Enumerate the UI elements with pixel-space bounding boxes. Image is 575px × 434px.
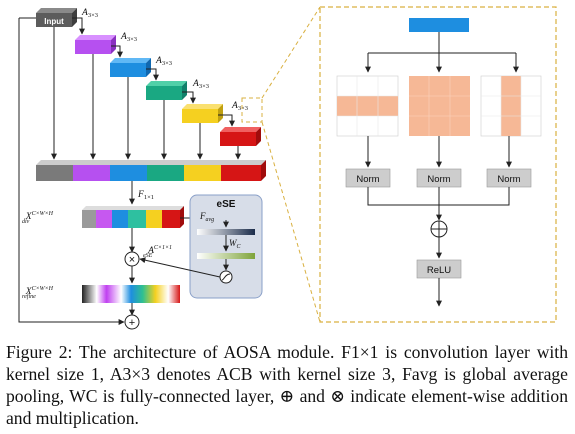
fc-weight-bar bbox=[197, 253, 255, 259]
a3x3-label: A bbox=[120, 32, 127, 42]
ese-title: eSE bbox=[217, 199, 236, 210]
zoom-connectors bbox=[241, 6, 321, 323]
oplus-node bbox=[430, 220, 448, 238]
norm-label: Norm bbox=[427, 174, 450, 185]
svg-text:A3×3: A3×3 bbox=[81, 8, 98, 19]
svg-text:A3×3: A3×3 bbox=[155, 56, 172, 67]
a3x3-sub: 3×3 bbox=[127, 36, 137, 43]
residual-connection bbox=[18, 18, 125, 325]
norm-boxes: Norm Norm Norm bbox=[345, 168, 532, 188]
svg-text:+: + bbox=[129, 317, 135, 329]
kernel-horizontal bbox=[336, 75, 399, 137]
a3x3-sub: 3×3 bbox=[238, 105, 248, 112]
acb-block-purple bbox=[75, 35, 116, 54]
a3x3-sub: 3×3 bbox=[88, 12, 98, 19]
favg-label: Favg bbox=[199, 211, 214, 223]
kernel-vertical bbox=[480, 75, 542, 137]
ese-output-arrow bbox=[139, 257, 221, 278]
figure-caption: Figure 2: The architecture of AOSA modul… bbox=[6, 341, 568, 429]
acb-block-blue bbox=[110, 58, 151, 77]
acb-input-block bbox=[409, 18, 469, 32]
x-div-feature bbox=[82, 206, 184, 228]
caption-line-1: Figure 2: The architecture of AOSA modul… bbox=[6, 342, 488, 362]
add-node: + bbox=[124, 314, 140, 330]
acb-block-red bbox=[220, 127, 261, 146]
aosa-architecture-figure: Input A3×3 A3×3 A3×3 A3×3 A3×3 bbox=[18, 6, 557, 330]
concat-feature-bar bbox=[36, 160, 266, 181]
a3x3-label: A bbox=[192, 79, 199, 89]
relu-label: ReLU bbox=[427, 265, 451, 276]
svg-text:A3×3: A3×3 bbox=[231, 101, 248, 112]
caption-line-4: indicate element-wise addition and multi… bbox=[6, 386, 568, 428]
wc-label: WC bbox=[229, 238, 242, 250]
a3x3-sub: 3×3 bbox=[162, 60, 172, 67]
a3x3-label: A bbox=[81, 8, 88, 18]
a3x3-label: A bbox=[155, 56, 162, 66]
norm-label: Norm bbox=[356, 174, 379, 185]
norm-label: Norm bbox=[497, 174, 520, 185]
svg-text:×: × bbox=[129, 254, 135, 266]
input-label: Input bbox=[44, 17, 64, 26]
a3x3-arrows bbox=[72, 17, 235, 127]
a3x3-labels: A3×3 A3×3 A3×3 A3×3 A3×3 bbox=[81, 8, 248, 112]
f1x1-label: F1×1 bbox=[137, 190, 154, 201]
fc-pooled-bar bbox=[197, 229, 255, 235]
caption-line-2: layer with kernel size 1, A3×3 denotes A… bbox=[6, 342, 568, 384]
caption-line-3: is global average pooling, WC is fully-c… bbox=[6, 364, 568, 406]
a3x3-label: A bbox=[231, 101, 238, 111]
concat-arrows bbox=[19, 17, 241, 160]
acb-block-green bbox=[146, 81, 187, 100]
sigmoid-icon bbox=[219, 270, 233, 284]
x-refine-feature bbox=[82, 285, 180, 303]
svg-text:A3×3: A3×3 bbox=[192, 79, 209, 90]
multiply-node: × bbox=[124, 251, 140, 267]
kernel-square bbox=[409, 76, 470, 136]
a3x3-sub: 3×3 bbox=[199, 83, 209, 90]
acb-detail-panel: Norm Norm Norm ReLU bbox=[319, 6, 557, 323]
ese-block: eSE Favg WC bbox=[139, 194, 263, 299]
input-block: Input bbox=[36, 8, 77, 27]
svg-text:A3×3: A3×3 bbox=[120, 32, 137, 43]
acb-block-yellow bbox=[182, 104, 223, 123]
